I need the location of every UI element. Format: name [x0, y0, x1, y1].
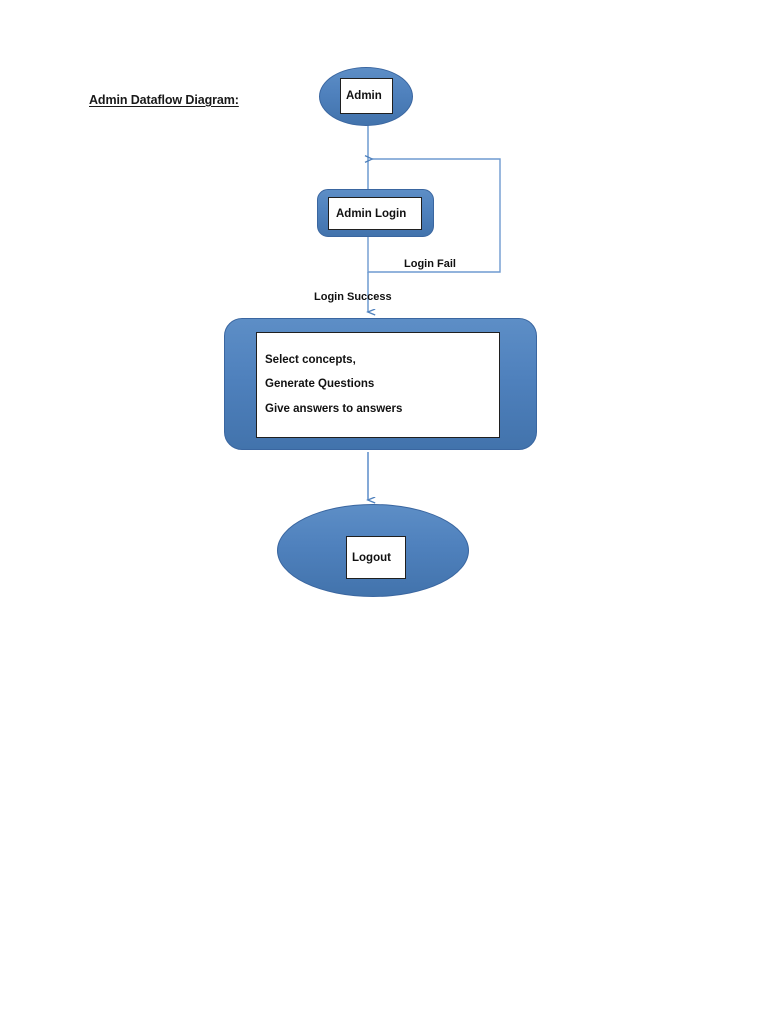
node-admin-label: Admin [340, 78, 393, 114]
node-logout-label: Logout [346, 536, 406, 579]
node-process-label: Select concepts, Generate Questions Give… [256, 332, 500, 438]
process-line-2: Generate Questions [265, 378, 375, 391]
node-admin-login-label: Admin Login [328, 197, 422, 230]
process-line-3: Give answers to answers [265, 402, 403, 415]
edge-label-login-success: Login Success [314, 291, 392, 303]
process-line-1: Select concepts, [265, 353, 356, 366]
page-title: Admin Dataflow Diagram: [89, 93, 239, 107]
edge-label-login-fail: Login Fail [404, 258, 456, 270]
